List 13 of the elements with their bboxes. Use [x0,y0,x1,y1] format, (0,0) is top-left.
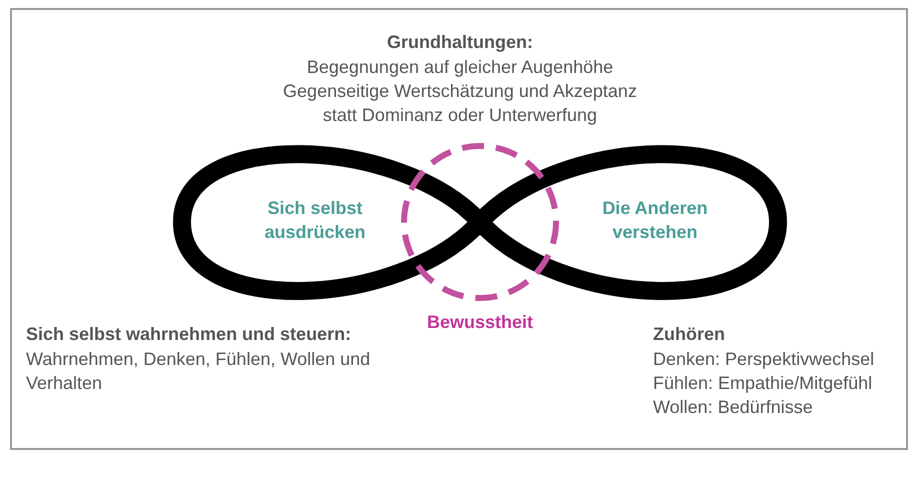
heading: Sich selbst wahrnehmen und steuern: [26,323,352,346]
list-item: Denken: Perspektivwechsel [653,348,876,371]
statement: Gegenseitige Wertschätzung und Akzeptanz [282,80,638,103]
description: Wahrnehmen, Denken, Fühlen, Wollen und Verhalten [26,348,372,395]
loop-label: Sich selbst ausdrücken [263,197,367,244]
list-item: Wollen: Bedürfnisse [653,396,814,419]
list-item: Fühlen: Empathie/Mitgefühl [653,372,874,395]
loop-label: Die Anderen verstehen [601,197,709,244]
heading: Zuhören [653,323,726,346]
statement: statt Dominanz oder Unterwerfung [322,104,598,127]
heading: Grundhaltungen: [386,31,534,54]
circle-caption: Bewusstheit [426,312,534,333]
statement: Begegnungen auf gleicher Augenhöhe [306,56,614,79]
